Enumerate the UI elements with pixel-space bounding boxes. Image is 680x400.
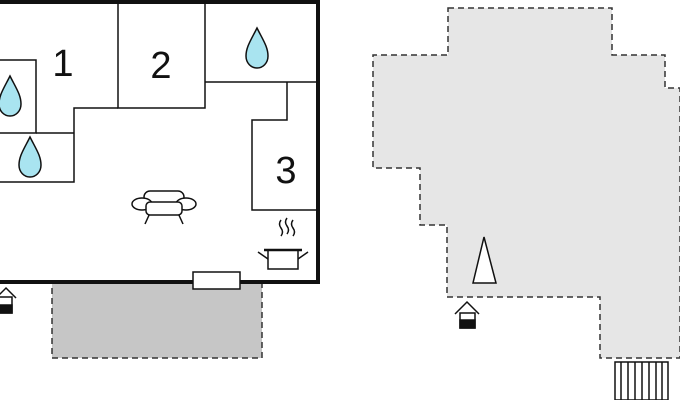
room-2-label: 2 <box>150 45 171 87</box>
interior-walls <box>0 2 318 211</box>
stairs-icon <box>614 361 669 400</box>
house-outer-wall <box>0 0 320 284</box>
water-drop-icon <box>18 135 42 178</box>
window <box>192 271 241 290</box>
tree-icon <box>472 236 497 284</box>
sofa-icon <box>131 190 197 225</box>
terrace-area <box>51 281 263 359</box>
room-3-label: 3 <box>275 150 296 192</box>
entrance-icon <box>0 286 17 314</box>
water-drop-icon <box>0 74 22 117</box>
garden-plot <box>372 7 680 359</box>
cooking-pot-icon <box>257 217 309 270</box>
water-drop-icon <box>245 26 269 69</box>
room-1-label: 1 <box>52 43 73 85</box>
entrance-icon <box>454 300 480 329</box>
